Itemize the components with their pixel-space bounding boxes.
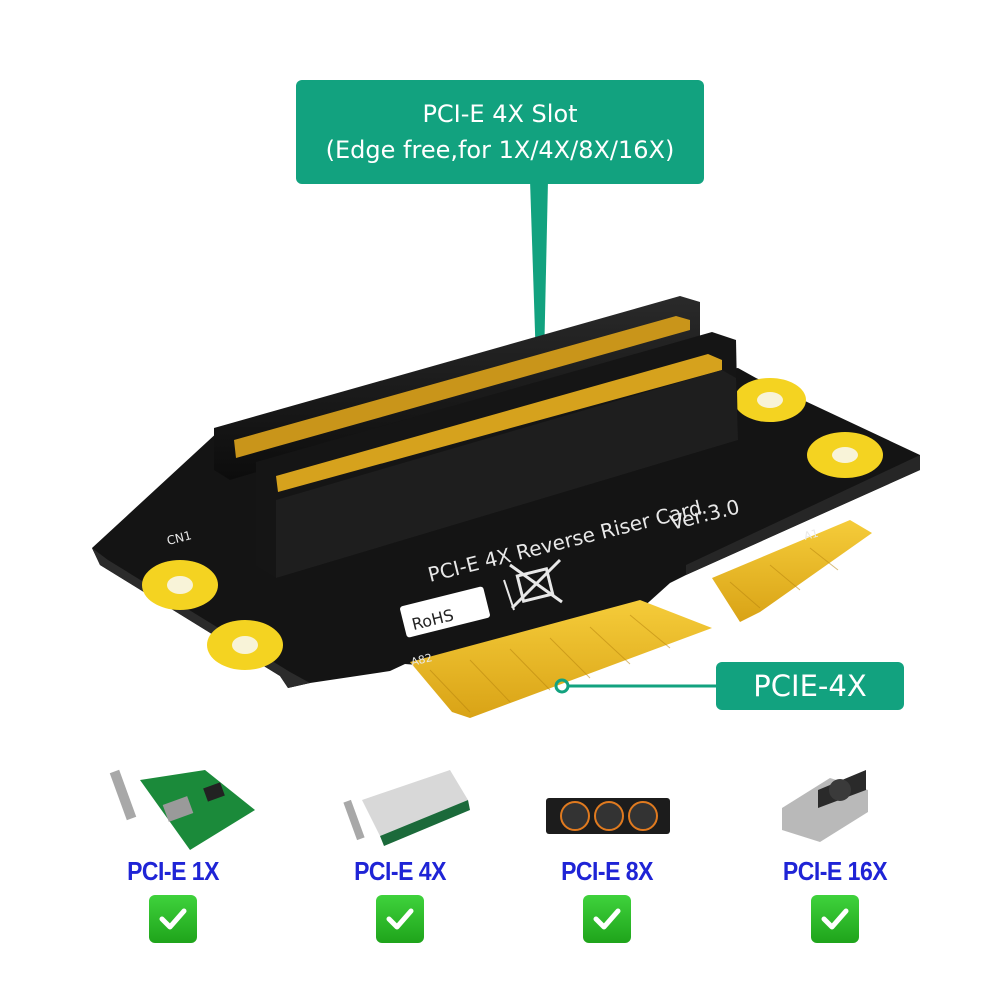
compat-item-1x: PCI-E 1X [78,755,268,945]
compat-label: PCI-E 16X [782,856,888,886]
gpu-16x-card-image [782,770,868,842]
a82-label: A82 [410,651,434,669]
slot-callout-line2: (Edge free,for 1X/4X/8X/16X) [325,136,675,164]
compat-item-8x: PCI-E 8X [512,755,702,945]
logo-divider [503,579,515,611]
compat-label: PCI-E 8X [561,856,653,886]
slot-callout: PCI-E 4X Slot (Edge free,for 1X/4X/8X/16… [296,80,704,184]
compat-label: PCI-E 1X [127,856,219,886]
mounting-hole [207,620,283,670]
edge-connector [410,520,872,718]
edge-callout-pointer [554,678,716,694]
nic-card-image [109,769,255,850]
compat-label: PCI-E 4X [354,856,446,886]
slot-callout-line1: PCI-E 4X Slot [422,100,578,128]
gpu-8x-card-image [546,798,670,834]
a1-label: A1 [803,527,820,543]
slot-callout-pointer [530,180,548,362]
check-icon [149,895,197,943]
check-icon [811,895,859,943]
rohs-logo [400,586,490,638]
cn1-label: CN1 [165,528,193,548]
compat-item-4x: PCI-E 4X [305,755,495,945]
pcie4x-card-image [343,770,470,846]
pcie-slot-front [256,332,738,578]
weee-bin-icon [509,558,563,610]
mounting-hole [807,432,883,478]
pcie-slot-rear [214,296,700,480]
compat-item-16x: PCI-E 16X [740,755,930,945]
mounting-hole [142,560,218,610]
check-icon [376,895,424,943]
edge-callout-label: PCIE-4X [753,669,867,703]
edge-callout: PCIE-4X [716,662,904,710]
mounting-hole [734,378,806,422]
check-icon [583,895,631,943]
